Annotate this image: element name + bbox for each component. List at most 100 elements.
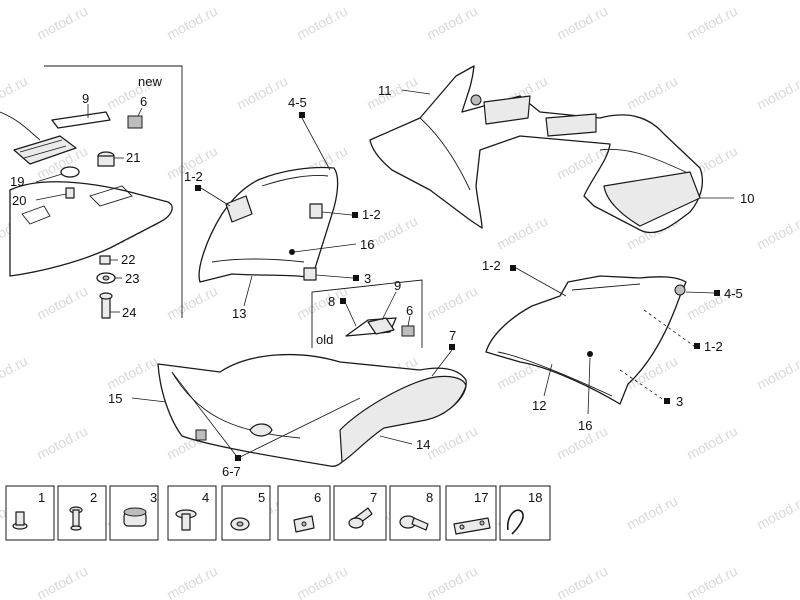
- watermark-text: motod.ru: [164, 563, 220, 600]
- legend-label-3: 3: [150, 490, 157, 505]
- callout-22: 22: [121, 252, 135, 267]
- callout-l-4-5: 4-5: [288, 95, 307, 110]
- rivet-icon: [12, 511, 28, 530]
- lead-7: [431, 349, 453, 377]
- callout-10: 10: [740, 191, 754, 206]
- callout-7: 7: [449, 328, 456, 343]
- bracket-9-new: [51, 111, 111, 129]
- watermark-text: motod.ru: [0, 353, 30, 393]
- lead-r-16: [587, 357, 591, 415]
- right-panel-top-edge: [571, 283, 641, 291]
- callout-l-16: 16: [360, 237, 374, 252]
- lead-old-6: [407, 315, 411, 327]
- fairing-bracket-left: [483, 95, 531, 125]
- lead-r-1-2b: [643, 309, 695, 347]
- callout-11: 11: [378, 83, 392, 98]
- lead-12: [543, 363, 553, 397]
- speed-nut-6-new: [127, 115, 143, 129]
- marker-l-3: [353, 275, 359, 281]
- marker-old-8: [340, 298, 346, 304]
- legend-box-17: 17: [445, 485, 497, 541]
- left-panel-point-16: [289, 249, 295, 255]
- washer-icon: [230, 517, 250, 531]
- watermark-text: motod.ru: [494, 213, 550, 253]
- watermark-text: motod.ru: [424, 3, 480, 43]
- watermark-text: motod.ru: [234, 73, 290, 113]
- watermark-text: motod.ru: [364, 73, 420, 113]
- inset-mount-plate: [13, 135, 77, 165]
- inset-new-tag: new: [138, 74, 162, 89]
- flange-screw-icon: [399, 515, 429, 531]
- fairing-fold-line: [419, 117, 471, 191]
- callout-12: 12: [532, 398, 546, 413]
- inset-old-group: old 8 9 6: [311, 278, 423, 348]
- callout-15: 15: [108, 391, 122, 406]
- callout-r-16: 16: [578, 418, 592, 433]
- right-panel-bottom-edge: [497, 351, 613, 397]
- lower-panel-inner-edge: [171, 371, 301, 439]
- callout-old-6: 6: [406, 303, 413, 318]
- legend-label-17: 17: [474, 490, 488, 505]
- marker-r-1-2b: [694, 343, 700, 349]
- lead-6-7b: [237, 397, 361, 459]
- lead-6-7a: [171, 371, 239, 459]
- callout-l-1-2b: 1-2: [362, 207, 381, 222]
- watermark-text: motod.ru: [424, 563, 480, 600]
- grommet-icon: [123, 507, 147, 527]
- callout-r-3: 3: [676, 394, 683, 409]
- lead-l-4-5: [301, 117, 331, 171]
- callout-l-3: 3: [364, 271, 371, 286]
- watermark-text: motod.ru: [424, 283, 480, 323]
- right-panel-grommet: [674, 284, 686, 296]
- watermark-text: motod.ru: [754, 353, 800, 393]
- legend-box-2: 2: [57, 485, 107, 541]
- legend-label-18: 18: [528, 490, 542, 505]
- left-panel-inner-edge: [261, 175, 329, 187]
- left-panel-tab: [225, 195, 253, 223]
- lead-19: [35, 173, 63, 183]
- right-side-panel-group: 1-2 4-5 1-2 3 12 16: [482, 258, 743, 433]
- spacer-21: [97, 155, 115, 167]
- lead-old-9: [381, 291, 397, 321]
- callout-24: 24: [122, 305, 136, 320]
- lower-panel-clip: [195, 429, 207, 441]
- callout-old-9: 9: [394, 278, 401, 293]
- strap-plate-icon: [453, 517, 491, 535]
- legend-box-3: 3: [109, 485, 159, 541]
- watermark-text: motod.ru: [424, 423, 480, 463]
- washer-19: [60, 166, 80, 178]
- inset-panel: [9, 181, 173, 277]
- left-side-panel-13: [198, 166, 339, 283]
- clip-icon: [506, 509, 524, 535]
- watermark-text: motod.ru: [754, 213, 800, 253]
- legend-box-1: 1: [5, 485, 55, 541]
- watermark-text: motod.ru: [104, 353, 160, 393]
- watermark-text: motod.ru: [34, 283, 90, 323]
- watermark-text: motod.ru: [34, 423, 90, 463]
- lower-panel-mount: [249, 423, 273, 437]
- push-rivet-icon: [69, 506, 83, 531]
- callout-13: 13: [232, 306, 246, 321]
- inset-panel-slot: [21, 205, 51, 225]
- speed-nut-icon: [293, 515, 315, 533]
- nut-22: [99, 255, 111, 265]
- callout-r-1-2b: 1-2: [704, 339, 723, 354]
- marker-r-4-5: [714, 290, 720, 296]
- lead-r-1-2a: [515, 267, 567, 297]
- left-panel-clip: [309, 203, 323, 219]
- callout-new-6: 6: [140, 94, 147, 109]
- lead-r-4-5: [685, 291, 715, 294]
- inset-new-group: new 9 6 21 19: [0, 65, 183, 320]
- legend-label-2: 2: [90, 490, 97, 505]
- lead-l-16: [293, 243, 357, 253]
- watermark-text: motod.ru: [754, 493, 800, 533]
- lead-14: [379, 435, 413, 445]
- callout-l-1-2a: 1-2: [184, 169, 203, 184]
- watermark-text: motod.ru: [684, 563, 740, 600]
- marker-l-4-5: [299, 112, 305, 118]
- lead-15: [131, 397, 167, 403]
- legend-box-8: 8: [389, 485, 441, 541]
- inset-edge-line: [0, 111, 41, 141]
- lead-l-3: [315, 274, 354, 279]
- speed-nut-6-old: [401, 325, 415, 337]
